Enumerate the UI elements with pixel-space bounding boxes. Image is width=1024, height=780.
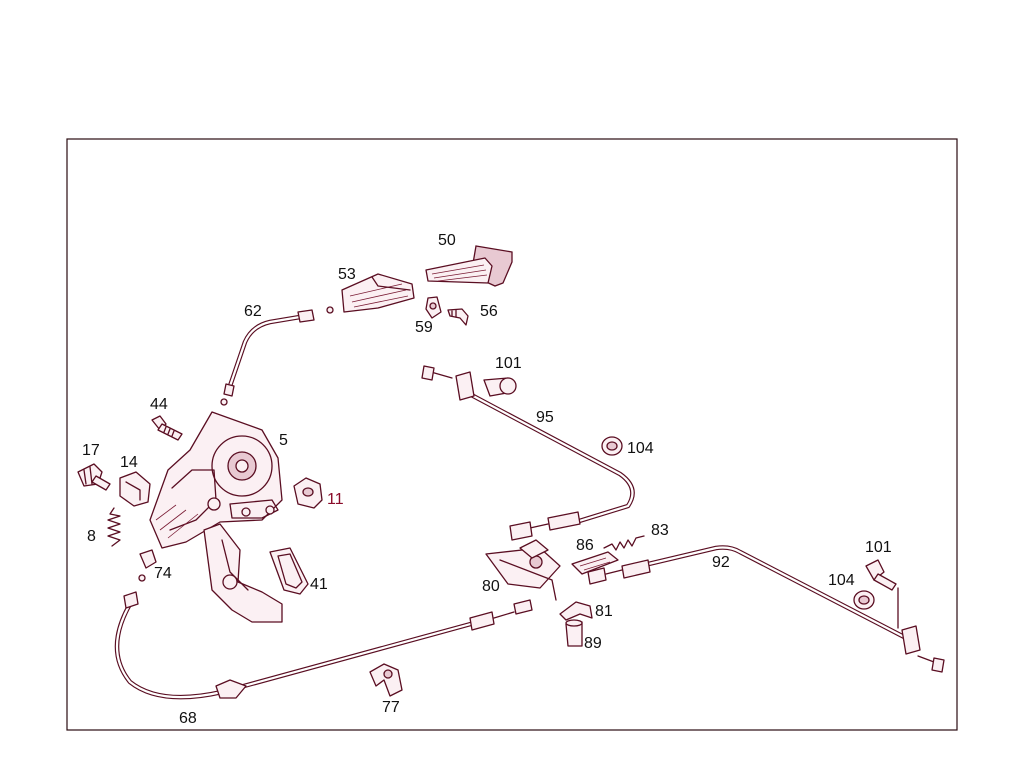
- callout-5: 5: [279, 432, 288, 449]
- part-59-clip[interactable]: [425, 296, 442, 319]
- part-86-slider[interactable]: [571, 551, 619, 575]
- callout-104-upper: 104: [627, 440, 654, 457]
- part-80-lever[interactable]: [485, 539, 561, 601]
- callout-89: 89: [584, 635, 602, 652]
- part-83-spring[interactable]: [603, 535, 645, 551]
- part-74-bushing[interactable]: [139, 549, 157, 569]
- callout-14: 14: [120, 454, 138, 471]
- callout-101-right: 101: [865, 539, 892, 556]
- part-101-bolt-upper[interactable]: [483, 377, 517, 397]
- callout-53: 53: [338, 266, 356, 283]
- part-89-sleeve[interactable]: [565, 619, 583, 647]
- part-62-pedal-rod[interactable]: [220, 306, 334, 406]
- part-53-pedal-rubber[interactable]: [341, 273, 415, 313]
- part-44-bolt[interactable]: [151, 415, 183, 441]
- callout-92: 92: [712, 554, 730, 571]
- part-8-spring[interactable]: [107, 507, 121, 547]
- callout-83: 83: [651, 522, 669, 539]
- part-56-screw[interactable]: [447, 308, 469, 326]
- part-50-pedal-pad[interactable]: [425, 245, 513, 287]
- callout-59: 59: [415, 319, 433, 336]
- callout-80: 80: [482, 578, 500, 595]
- callout-41: 41: [310, 576, 328, 593]
- callout-68: 68: [179, 710, 197, 727]
- callout-44: 44: [150, 396, 168, 413]
- callout-104-right: 104: [828, 572, 855, 589]
- part-101-bolt-right[interactable]: [865, 559, 899, 629]
- part-104-grommet-upper[interactable]: [601, 436, 623, 456]
- callout-81: 81: [595, 603, 613, 620]
- callout-62: 62: [244, 303, 262, 320]
- part-77-holder[interactable]: [369, 663, 403, 697]
- part-95-release-cable[interactable]: [421, 365, 635, 541]
- callout-101-upper: 101: [495, 355, 522, 372]
- part-14-clip[interactable]: [119, 471, 151, 507]
- callout-74: 74: [154, 565, 172, 582]
- part-104-grommet-right[interactable]: [853, 590, 875, 610]
- callout-77: 77: [382, 699, 400, 716]
- callout-50: 50: [438, 232, 456, 249]
- part-17-bushing[interactable]: [77, 463, 111, 491]
- callout-11: 11: [327, 491, 344, 508]
- part-68-release-cable[interactable]: [114, 574, 533, 700]
- callout-95: 95: [536, 409, 554, 426]
- part-11-bump-stop[interactable]: [293, 477, 323, 509]
- part-41-pedal-pad[interactable]: [269, 547, 309, 595]
- callout-86: 86: [576, 537, 594, 554]
- pedal-arm[interactable]: [203, 523, 283, 623]
- part-81-bracket[interactable]: [559, 601, 593, 621]
- part-92-release-cable[interactable]: [587, 545, 945, 673]
- callout-17: 17: [82, 442, 100, 459]
- callout-56: 56: [480, 303, 498, 320]
- diagram-frame: [66, 138, 958, 731]
- part-5-pedal-bracket[interactable]: [149, 411, 283, 549]
- callout-8: 8: [87, 528, 96, 545]
